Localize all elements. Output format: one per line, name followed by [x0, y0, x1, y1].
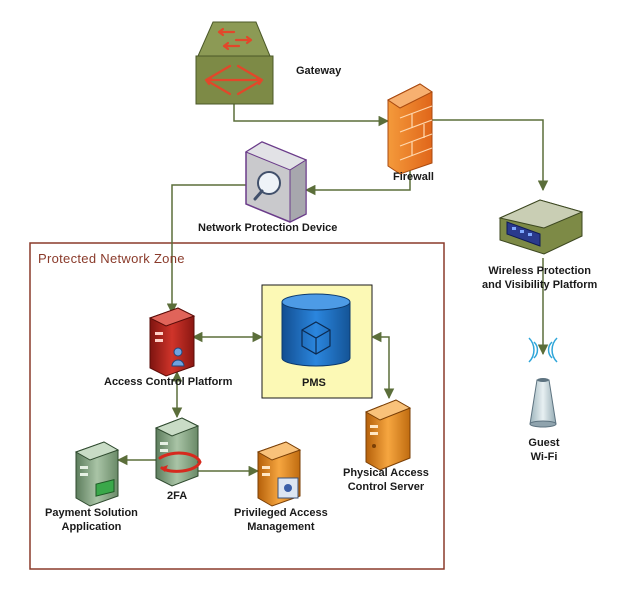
- npd-label: Network Protection Device: [198, 222, 338, 234]
- 2fa-server-icon: [154, 417, 202, 487]
- gateway-icon: [195, 21, 274, 105]
- guest-wifi-label-line2: Wi-Fi: [530, 451, 558, 463]
- payment-label-line2: Application: [61, 521, 122, 533]
- protected-zone-frame: [29, 242, 445, 570]
- 2fa-label: 2FA: [167, 490, 188, 502]
- wireless-platform-icon: [498, 199, 584, 255]
- protected-zone-title: Protected Network Zone: [38, 251, 185, 266]
- connector-firewall-npd: [304, 170, 411, 196]
- network-protection-device-icon: [244, 141, 308, 223]
- connector-pms-pacs: [370, 331, 395, 400]
- pam-label-line1: Privileged Access: [234, 507, 328, 519]
- pam-label: Privileged Access Management: [234, 506, 328, 534]
- connector-gateway-firewall: [233, 104, 390, 127]
- connectors: [116, 104, 549, 477]
- pam-server-icon: [256, 441, 302, 507]
- access-control-label: Access Control Platform: [104, 376, 233, 388]
- gateway-label: Gateway: [296, 65, 342, 77]
- connector-firewall-wireless: [432, 119, 549, 192]
- guest-wifi-icon: [528, 337, 558, 428]
- guest-wifi-label-line1: Guest: [528, 437, 560, 449]
- firewall-label: Firewall: [393, 171, 434, 183]
- payment-label: Payment Solution Application: [45, 506, 138, 534]
- pms-label: PMS: [302, 377, 326, 389]
- guest-wifi-label: Guest Wi-Fi: [523, 436, 565, 464]
- wireless-label-line2: and Visibility Platform: [482, 279, 598, 291]
- pacs-label-line1: Physical Access: [343, 467, 429, 479]
- connector-npd-acp: [166, 184, 246, 315]
- wireless-label: Wireless Protection and Visibility Platf…: [482, 264, 597, 292]
- pms-database-icon: [281, 293, 351, 367]
- pacs-label-line2: Control Server: [347, 481, 425, 493]
- pacs-label: Physical Access Control Server: [343, 466, 429, 494]
- firewall-icon: [387, 83, 433, 175]
- payment-label-line1: Payment Solution: [45, 507, 138, 519]
- wireless-label-line1: Wireless Protection: [488, 265, 591, 277]
- access-control-server-icon: [148, 307, 196, 377]
- physical-access-server-icon: [364, 399, 412, 471]
- pam-label-line2: Management: [247, 521, 315, 533]
- payment-server-icon: [74, 441, 120, 507]
